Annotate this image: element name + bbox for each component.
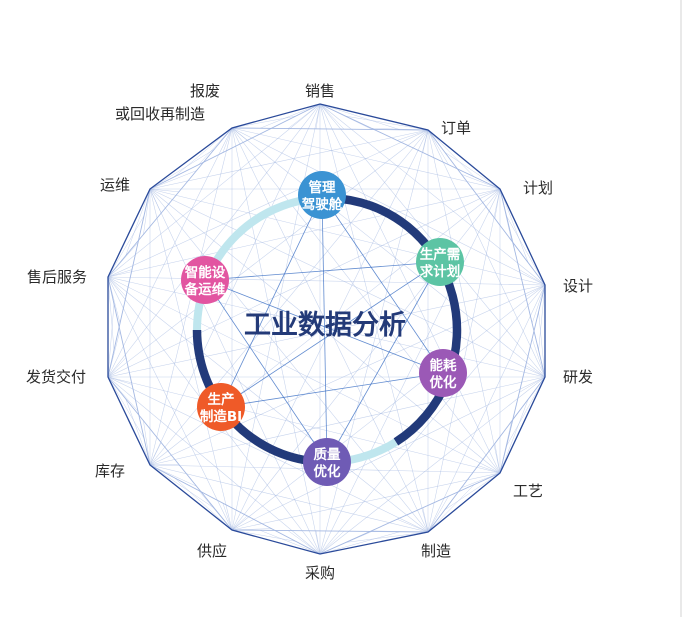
mesh-hatch-line <box>108 216 144 277</box>
outer-label-inventory: 库存 <box>95 462 125 480</box>
outer-label-purchase: 采购 <box>305 564 335 582</box>
spoke-line <box>205 280 327 462</box>
inner-node-label: 求计划 <box>420 263 461 280</box>
mesh-hatch-line <box>500 399 528 473</box>
mesh-hatch-line <box>500 189 528 263</box>
mesh-hatch-line <box>108 377 144 438</box>
mesh-line <box>108 277 545 285</box>
outer-label-manufacture: 制造 <box>421 542 451 560</box>
mesh-line <box>500 189 545 377</box>
inner-node-label: 制造BI <box>200 408 242 425</box>
mesh-hatch-line <box>150 464 179 465</box>
mesh-hatch-line <box>428 130 474 177</box>
mesh-line <box>232 473 500 530</box>
outer-label-delivery: 发货交付 <box>26 368 86 386</box>
outer-label-after-sales: 售后服务 <box>27 268 87 286</box>
inner-node-label: 优化 <box>430 374 457 391</box>
center-title: 工业数据分析 <box>244 310 406 341</box>
inner-node-label: 管理 <box>309 179 336 196</box>
outer-label-sales: 销售 <box>305 82 335 100</box>
mesh-line <box>108 189 150 377</box>
mesh-hatch-line <box>108 377 138 411</box>
mesh-hatch-line <box>506 216 545 285</box>
mesh-hatch-line <box>288 531 320 554</box>
mesh-hatch-line <box>506 377 545 446</box>
mesh-line <box>500 285 545 473</box>
mesh-line <box>320 473 500 554</box>
inner-node-label: 质量 <box>314 446 341 463</box>
outer-label-design: 设计 <box>563 277 593 295</box>
mesh-hatch-line <box>428 485 474 532</box>
mesh-hatch-line <box>320 104 372 129</box>
mesh-hatch-line <box>260 104 320 128</box>
outer-label-process: 工艺 <box>513 482 543 500</box>
mesh-line <box>108 130 428 277</box>
inner-node-label: 驾驶舱 <box>301 196 343 213</box>
mesh-hatch-line <box>150 171 197 189</box>
inner-node-label: 优化 <box>314 463 341 480</box>
inner-node-label: 智能设 <box>185 264 226 281</box>
mesh-hatch-line <box>150 465 214 508</box>
mesh-hatch-line <box>150 189 179 192</box>
mesh-hatch-line <box>495 189 500 219</box>
mesh-hatch-line <box>316 531 320 554</box>
inner-node-label: 生产需 <box>420 246 461 263</box>
mesh-hatch-line <box>445 473 500 510</box>
spoke-line <box>322 195 443 373</box>
mesh-hatch-line <box>232 116 296 128</box>
mesh-hatch-line <box>108 243 138 277</box>
mesh-hatch-line <box>199 128 232 165</box>
outer-label-plan: 计划 <box>523 179 553 197</box>
outer-label-supply: 供应 <box>197 542 227 560</box>
mesh-hatch-line <box>495 443 500 473</box>
mesh-hatch-line <box>445 152 500 189</box>
mesh-line <box>320 104 500 473</box>
outer-label-ops: 运维 <box>100 176 130 194</box>
spoke-line <box>221 373 443 407</box>
mesh-line <box>150 465 320 554</box>
inner-node-label: 备运维 <box>184 281 226 298</box>
mesh-line <box>150 189 320 554</box>
outer-label-scrap: 或回收再制造 <box>115 105 205 123</box>
mesh-line <box>108 128 232 377</box>
outer-label-order: 订单 <box>441 119 471 137</box>
spoke-line <box>221 195 322 407</box>
inner-node-label: 能耗 <box>430 357 457 374</box>
mesh-line <box>108 128 232 277</box>
mesh-hatch-line <box>346 116 428 130</box>
mesh-hatch-line <box>320 531 372 554</box>
mesh-line <box>108 104 320 277</box>
outer-label-rnd: 研发 <box>563 368 593 386</box>
outer-label-scrap: 报废 <box>190 82 220 100</box>
mesh-line <box>428 130 500 473</box>
inner-node-label: 生产 <box>208 391 235 408</box>
